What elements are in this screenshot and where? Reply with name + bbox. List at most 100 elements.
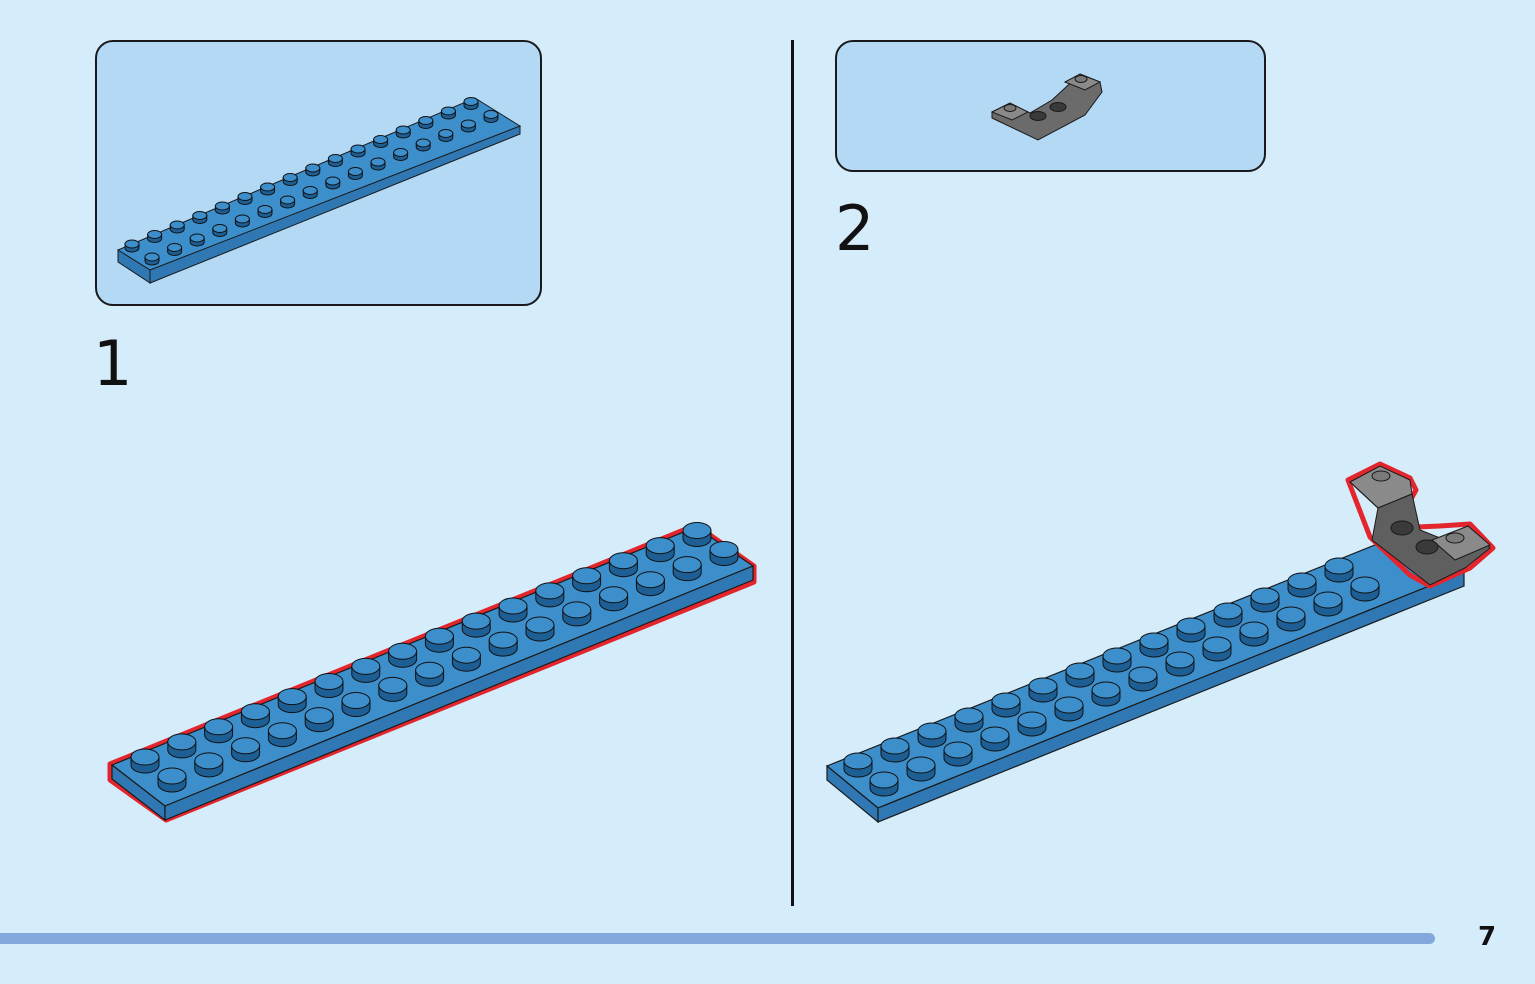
- stud-top: [463, 97, 479, 106]
- stud-top: [144, 252, 160, 262]
- stud-top: [169, 220, 185, 230]
- stud-top: [1176, 617, 1206, 635]
- stud-top: [304, 707, 334, 725]
- stud-top: [267, 722, 297, 740]
- stud-top: [608, 552, 638, 570]
- stud-top: [157, 767, 187, 785]
- stud-top: [483, 110, 499, 119]
- stud-top: [991, 692, 1021, 710]
- stud-top: [1324, 557, 1354, 575]
- stud-top: [460, 119, 476, 129]
- stud-top: [1313, 591, 1343, 609]
- stud-top: [277, 688, 307, 706]
- stud-top: [370, 157, 386, 167]
- callout-grey-slope-icon: [990, 73, 1103, 141]
- stud-top: [635, 571, 665, 589]
- stud-top: [424, 627, 454, 645]
- stud-top: [280, 195, 296, 205]
- step-1-blue-plate: [107, 522, 757, 823]
- stud-top: [378, 676, 408, 694]
- page-number: 7: [1478, 922, 1497, 952]
- stud-top: [1239, 621, 1269, 639]
- step-1-number: 1: [93, 327, 133, 400]
- stud-top: [709, 541, 739, 558]
- step-divider: [791, 40, 794, 906]
- stud-top: [645, 537, 675, 555]
- stud-top: [1287, 572, 1317, 590]
- stud-top: [415, 661, 445, 679]
- stud-top: [843, 752, 873, 770]
- stud-top: [869, 771, 899, 789]
- step-2-assembly: [825, 461, 1496, 824]
- stud-top: [562, 601, 592, 619]
- stud-top: [461, 612, 491, 630]
- stud-top: [672, 556, 702, 574]
- stud-top: [130, 748, 160, 766]
- stud-top: [314, 673, 344, 690]
- stud-top: [240, 703, 270, 721]
- stud-top: [906, 756, 936, 774]
- stud-top: [1250, 587, 1280, 605]
- step-2-number: 2: [835, 192, 875, 265]
- stud-top: [1213, 602, 1243, 620]
- stud-top: [880, 737, 910, 755]
- stud-top: [325, 176, 341, 186]
- stud-top: [418, 116, 434, 125]
- stud-top: [440, 106, 456, 116]
- stud-top: [302, 186, 318, 195]
- stud-top: [351, 657, 381, 675]
- stud-top: [1028, 677, 1058, 695]
- stud-top: [260, 182, 276, 192]
- stud-top: [192, 211, 208, 220]
- stud-top: [204, 718, 234, 736]
- stud-top: [388, 642, 418, 660]
- stud-top: [350, 144, 366, 154]
- stud-top: [1054, 696, 1084, 714]
- stud-top: [1065, 662, 1095, 680]
- stud-top: [451, 646, 481, 664]
- stud-top: [488, 631, 518, 649]
- stud-top: [347, 167, 363, 176]
- stud-top: [1276, 606, 1306, 624]
- stud-top: [167, 243, 183, 252]
- stud-top: [954, 707, 984, 725]
- stud-top: [395, 125, 411, 135]
- stud-top: [525, 616, 555, 634]
- stud-top: [980, 726, 1010, 744]
- stud-top: [167, 733, 197, 751]
- footer-bar: [0, 933, 1435, 944]
- stud-top: [189, 233, 205, 243]
- stud-top: [1017, 711, 1047, 729]
- stud-top: [393, 148, 409, 157]
- stud-top: [234, 214, 250, 224]
- stud-top: [415, 138, 431, 148]
- stud-top: [282, 173, 298, 182]
- stud-top: [341, 692, 371, 709]
- stud-top: [599, 586, 629, 604]
- callout-blue-plate-icon: [117, 97, 522, 284]
- stud-top: [682, 522, 712, 539]
- stud-top: [257, 205, 273, 214]
- stud-top: [214, 201, 230, 211]
- stud-top: [1128, 666, 1158, 684]
- stud-top: [327, 154, 343, 163]
- stud-top: [147, 230, 163, 239]
- stud-top: [1202, 636, 1232, 654]
- stud-top: [1091, 681, 1121, 699]
- stud-top: [231, 737, 261, 755]
- stud-top: [1165, 651, 1195, 669]
- stud-top: [194, 752, 224, 770]
- stud-top: [943, 741, 973, 759]
- stud-top: [1102, 647, 1132, 665]
- stud-top: [373, 135, 389, 144]
- stud-top: [305, 163, 321, 173]
- stud-top: [498, 597, 528, 615]
- stud-top: [1350, 576, 1380, 594]
- stud-top: [212, 224, 228, 233]
- stud-top: [1139, 632, 1169, 650]
- stud-top: [535, 582, 565, 600]
- stud-top: [917, 722, 947, 740]
- stud-top: [572, 567, 602, 585]
- stud-top: [124, 239, 140, 249]
